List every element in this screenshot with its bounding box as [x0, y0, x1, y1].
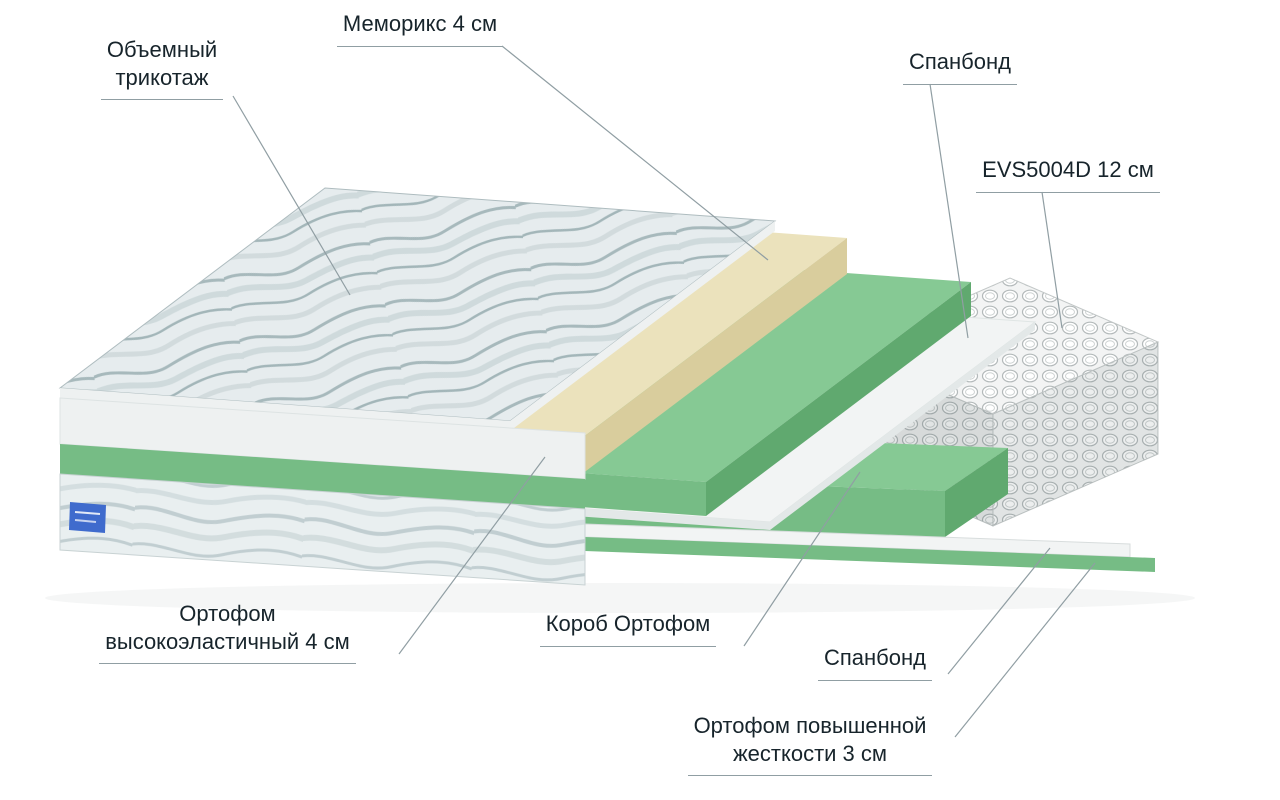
spunbond-right-edge [770, 322, 1035, 530]
leader-orthofoam-hard-line [954, 562, 1096, 738]
green-foam-right-face [706, 282, 971, 516]
leader-spunbond-bottom-line [947, 547, 1051, 675]
leader-box-line [743, 471, 861, 647]
brand-tag [69, 502, 106, 533]
label-orthofoam-box: Короб Ортофом [508, 610, 748, 647]
springs-right-shade [993, 342, 1158, 526]
label-springs-evs: EVS5004D 12 см [948, 156, 1188, 193]
memorix-right-face [582, 238, 847, 474]
label-spunbond-top: Спанбонд [880, 48, 1040, 85]
leader-lines [232, 45, 1096, 738]
leader-memorix-line [501, 45, 769, 261]
label-memorix: Меморикс 4 см [320, 10, 520, 47]
mattress-front-side [59, 397, 586, 586]
leader-knit-line [232, 95, 351, 296]
label-volume-knit: Объемный трикотаж [62, 36, 262, 100]
label-spunbond-bottom: Спанбонд [800, 644, 950, 681]
label-orthofoam-elastic: Ортофом высокоэластичный 4 см [55, 600, 400, 664]
layer-orthofoam-hard [585, 537, 1155, 572]
box-right-face [945, 448, 1008, 537]
band-green-frame [60, 444, 585, 509]
label-orthofoam-hard: Ортофом повышенной жесткости 3 см [660, 712, 960, 776]
ground-shadow [45, 583, 1195, 613]
leader-springs-line [1041, 191, 1063, 329]
side-panel-fabric [59, 473, 586, 586]
leader-orthofoam-elastic-line [398, 456, 546, 655]
knit-right-edge [510, 221, 775, 431]
leader-spunbond-top-line [929, 83, 969, 339]
